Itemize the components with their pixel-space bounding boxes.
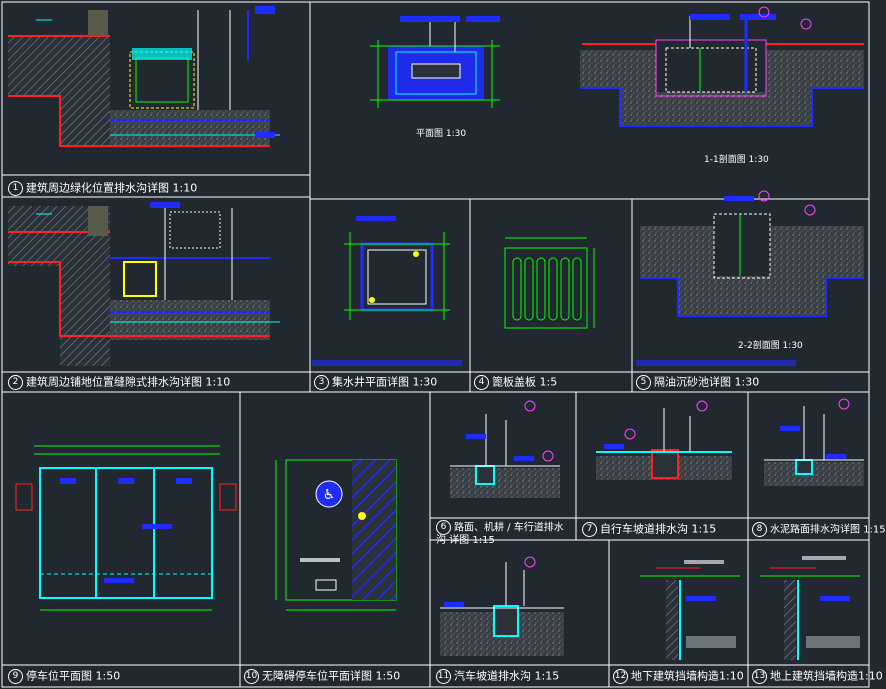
section-2-2-label: 2-2剖面图 1:30 [738, 341, 803, 351]
svg-text:♿: ♿ [323, 487, 336, 503]
detail-4-drawing [504, 237, 595, 329]
detail-8-drawing [764, 398, 864, 486]
plan-view-label: 平面图 1:30 [416, 129, 467, 139]
detail-10-drawing: ♿ [275, 459, 397, 611]
detail-6-drawing [450, 400, 560, 498]
plan-drawing-top [370, 16, 500, 108]
detail-3-drawing [312, 216, 462, 366]
section-2-2-drawing [636, 190, 864, 366]
detail-13-drawing [760, 556, 860, 660]
section-1-1-label: 1-1剖面图 1:30 [704, 155, 769, 165]
panel-frames [1, 1, 870, 688]
detail-11-drawing [440, 556, 564, 656]
detail-12-drawing [640, 560, 740, 660]
detail-1-drawing [8, 6, 280, 147]
detail-7-drawing [596, 400, 732, 480]
accessible-parking-icon [315, 480, 343, 508]
section-1-1-drawing [580, 6, 864, 127]
detail-9-drawing [15, 445, 237, 611]
detail-2-drawing [8, 202, 280, 366]
